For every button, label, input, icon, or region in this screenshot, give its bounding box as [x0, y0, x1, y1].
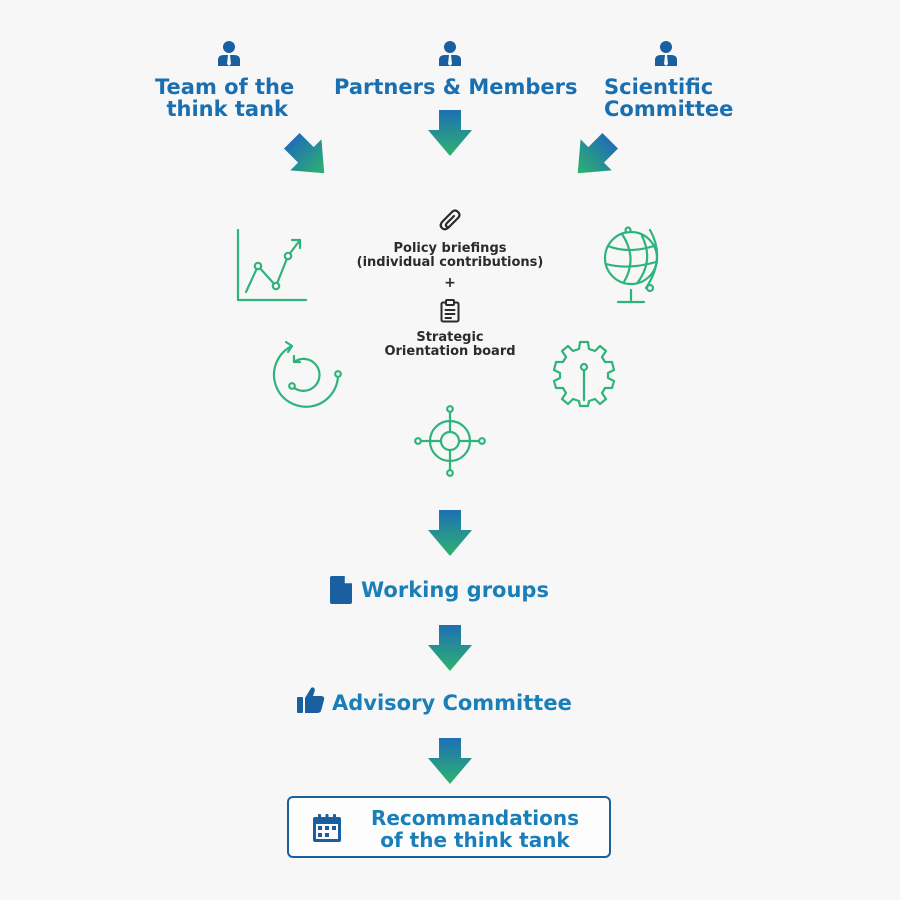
target-icon — [414, 405, 486, 477]
arrow-down-to-working-groups — [428, 510, 472, 556]
scientific-label-line1: Scientific — [604, 75, 714, 99]
arrow-diagonal-left — [276, 125, 340, 189]
person-icon-partners — [438, 40, 462, 66]
partners-label: Partners & Members — [334, 75, 578, 99]
policy-briefings-text: Policy briefings (individual contributio… — [340, 242, 560, 270]
strategic-board-line1: Strategic — [416, 330, 484, 345]
arrow-down-center — [428, 110, 472, 156]
recommendations-line1: Recommandations — [370, 806, 580, 830]
person-icon-scientific — [654, 40, 678, 66]
arrow-down-to-advisory — [428, 625, 472, 671]
policy-briefings-line1: Policy briefings — [393, 241, 507, 256]
scientific-label-line2: Committee — [604, 97, 734, 121]
advisory-committee-label: Advisory Committee — [332, 691, 572, 715]
policy-briefings-line2: (individual contributions) — [356, 255, 544, 270]
recommendations-title: Recommandations of the think tank — [355, 807, 595, 851]
person-icon-team — [217, 40, 241, 66]
scientific-label: Scientific Committee — [604, 76, 733, 120]
paperclip-icon — [439, 208, 463, 234]
gear-icon — [550, 340, 618, 408]
arrow-down-to-recommendations — [428, 738, 472, 784]
team-label-line2: think tank — [166, 97, 288, 121]
team-label-line1: Team of the — [155, 75, 295, 99]
thumbs-up-icon — [297, 686, 325, 714]
calendar-icon — [313, 814, 341, 842]
team-label: Team of the think tank — [155, 75, 295, 121]
strategic-board-line2: Orientation board — [384, 344, 516, 359]
cycle-icon — [272, 340, 344, 408]
strategic-board-text: Strategic Orientation board — [360, 331, 540, 359]
document-icon — [330, 576, 352, 604]
recommendations-line2: of the think tank — [380, 828, 570, 852]
line-chart-icon — [236, 228, 308, 302]
working-groups-label: Working groups — [361, 578, 549, 602]
arrow-diagonal-right — [562, 125, 626, 189]
clipboard-icon — [440, 299, 460, 323]
recommendations-box: Recommandations of the think tank — [287, 796, 611, 858]
globe-icon — [598, 224, 664, 306]
plus-sign: + — [444, 275, 456, 291]
